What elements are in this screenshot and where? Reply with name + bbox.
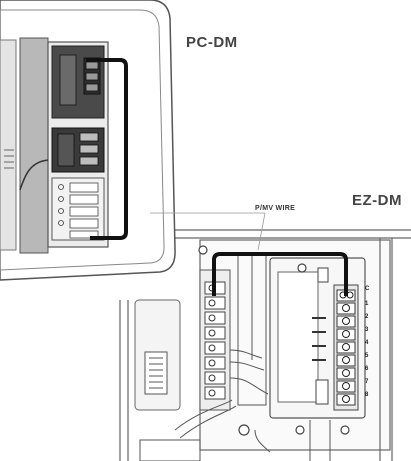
base-bottom-detail — [139, 420, 331, 461]
terminal-label-6: 6 — [365, 366, 369, 372]
ez-dm-label: EZ-DM — [352, 192, 402, 209]
ez-dm-module — [269, 257, 366, 419]
terminal-label-c: C — [365, 286, 370, 292]
terminal-label-8: 8 — [365, 392, 369, 398]
terminal-label-5: 5 — [365, 353, 369, 359]
ez-dm-pmv-wire — [212, 252, 348, 296]
ez-terminal-strip — [199, 269, 231, 411]
pmv-wire-leader — [150, 212, 266, 251]
terminal-label-3: 3 — [365, 327, 369, 333]
terminal-label-2: 2 — [365, 314, 369, 320]
pmv-wire-label: P/MV WIRE — [255, 205, 296, 212]
terminal-label-1: 1 — [365, 301, 369, 307]
base-module-left — [134, 299, 181, 411]
terminal-label-4: 4 — [365, 340, 369, 346]
pc-dm-panel — [0, 0, 176, 281]
pc-dm-label: PC-DM — [186, 34, 238, 51]
pc-dm-pmv-wire — [86, 58, 128, 240]
wire-channel — [174, 254, 269, 439]
mounting-holes — [198, 245, 350, 436]
terminal-label-7: 7 — [365, 379, 369, 385]
